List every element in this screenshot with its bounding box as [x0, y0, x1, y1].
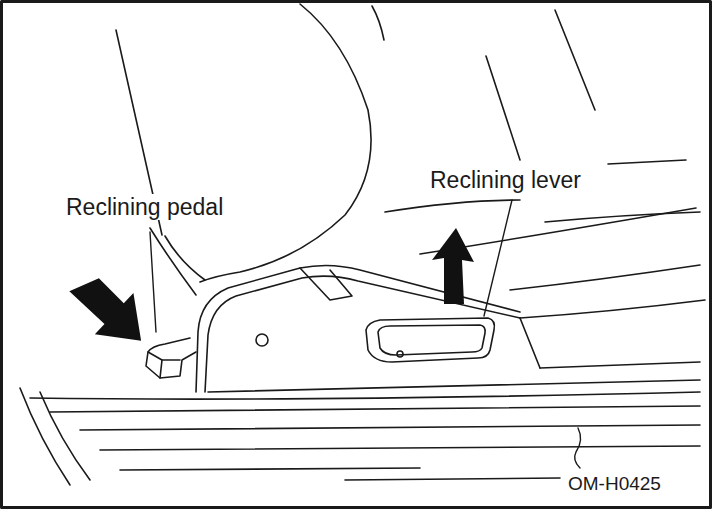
- part-label: Reclining pedal: [64, 195, 225, 220]
- figure-code: OM-H0425: [566, 474, 663, 495]
- figure-code: OM-H0425: [566, 473, 663, 494]
- part-label: Reclining lever: [428, 167, 583, 193]
- part-label: Reclining pedal: [64, 194, 225, 220]
- part-label: Reclining lever: [428, 168, 583, 193]
